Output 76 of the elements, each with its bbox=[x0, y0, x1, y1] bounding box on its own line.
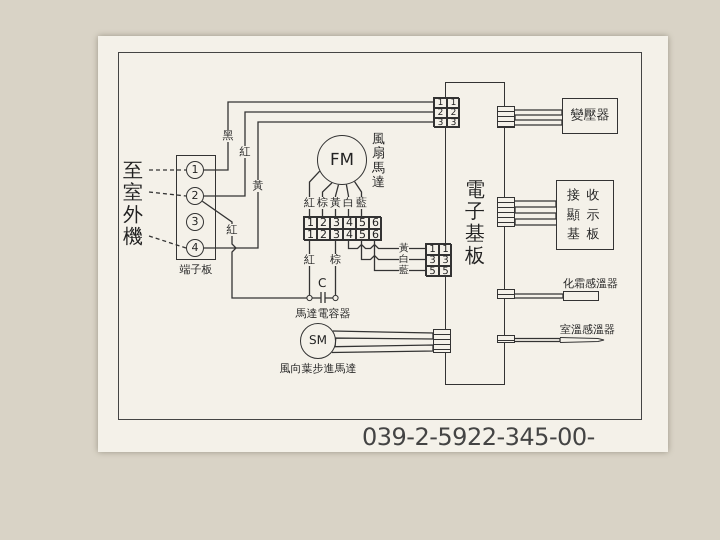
pin-number: 4 bbox=[343, 217, 356, 229]
connector bbox=[303, 216, 381, 240]
pin-number: 6 bbox=[369, 229, 382, 241]
wire bbox=[308, 240, 310, 278]
pin-number: 6 bbox=[369, 217, 382, 229]
pin-number: 4 bbox=[343, 229, 356, 241]
wire-color-label: 黑 bbox=[222, 130, 234, 142]
connector bbox=[497, 289, 515, 299]
pin-number: 3 bbox=[447, 118, 460, 128]
pin-number: 2 bbox=[317, 217, 330, 229]
connector bbox=[497, 335, 515, 343]
wire bbox=[360, 240, 425, 260]
wire-color-label: 黃 bbox=[252, 180, 264, 192]
wire-bundle bbox=[514, 338, 561, 342]
pin-number: 1 bbox=[447, 98, 460, 108]
wire-color-label: 藍 bbox=[356, 197, 367, 209]
pin-number: 1 bbox=[439, 244, 452, 255]
wire bbox=[348, 240, 425, 250]
wire bbox=[148, 191, 186, 197]
pin-number: 1 bbox=[304, 229, 317, 241]
pin-number: 3 bbox=[426, 255, 439, 266]
wire-bundle bbox=[514, 200, 557, 226]
wire bbox=[374, 240, 425, 272]
wire bbox=[334, 240, 336, 278]
connector bbox=[425, 243, 451, 276]
wire-color-label: 黃 bbox=[330, 197, 341, 209]
pin-number: 3 bbox=[434, 118, 447, 128]
pin-number: 5 bbox=[356, 217, 369, 229]
pin-number: 2 bbox=[317, 229, 330, 241]
sensor-label: 化霜感溫器 bbox=[563, 276, 618, 291]
wire-color-label: 藍 bbox=[399, 264, 409, 276]
wire-color-label: 棕 bbox=[317, 197, 328, 209]
wire-bundle bbox=[514, 109, 563, 126]
wire-color-label: 白 bbox=[399, 254, 409, 266]
node-label: 端子板 bbox=[178, 262, 214, 277]
wire-color-label: 紅 bbox=[226, 224, 238, 236]
board-label: 電子基板 bbox=[465, 178, 485, 266]
wire-color-label: 黃 bbox=[399, 242, 409, 254]
connector bbox=[497, 197, 515, 227]
pin-number: 5 bbox=[439, 266, 452, 277]
connector bbox=[497, 106, 515, 128]
component-label: C bbox=[318, 276, 326, 290]
wire-color-label: 紅 bbox=[304, 254, 315, 266]
wire bbox=[148, 235, 186, 249]
wire-bundle bbox=[514, 293, 564, 299]
part-number: 039-2-5922-345-00- bbox=[362, 423, 595, 451]
wire bbox=[204, 101, 433, 171]
component-box: 接收顯示基板 bbox=[556, 180, 614, 250]
pin-number: 2 bbox=[447, 108, 460, 118]
pin-number: 5 bbox=[356, 229, 369, 241]
pin-number: 1 bbox=[434, 98, 447, 108]
sensor-label: 室溫感溫器 bbox=[560, 322, 615, 337]
node-label: 馬達電容器 bbox=[296, 306, 350, 321]
wire-bundle bbox=[331, 330, 434, 354]
vertical-label: 至室外機 bbox=[123, 159, 143, 247]
pin-number: 5 bbox=[426, 266, 439, 277]
wire bbox=[149, 169, 186, 171]
node-label: 風扇馬達 bbox=[372, 133, 385, 190]
node-label: 風向葉步進馬達 bbox=[280, 361, 356, 376]
wire-color-label: 紅 bbox=[304, 197, 315, 209]
component-box: 變壓器 bbox=[562, 98, 618, 134]
pin-number: 3 bbox=[330, 217, 343, 229]
connector bbox=[433, 329, 451, 353]
connector bbox=[433, 97, 459, 127]
wire bbox=[202, 200, 301, 299]
pin-number: 3 bbox=[330, 229, 343, 241]
pin-number: 2 bbox=[434, 108, 447, 118]
wire-color-label: 紅 bbox=[240, 146, 250, 158]
pin-number: 1 bbox=[304, 217, 317, 229]
wire-color-label: 白 bbox=[343, 197, 354, 209]
pin-number: 3 bbox=[439, 255, 452, 266]
pin-number: 1 bbox=[426, 244, 439, 255]
wire bbox=[308, 170, 320, 216]
wire bbox=[204, 121, 433, 249]
wire-color-label: 棕 bbox=[330, 254, 341, 266]
wire bbox=[204, 111, 433, 197]
